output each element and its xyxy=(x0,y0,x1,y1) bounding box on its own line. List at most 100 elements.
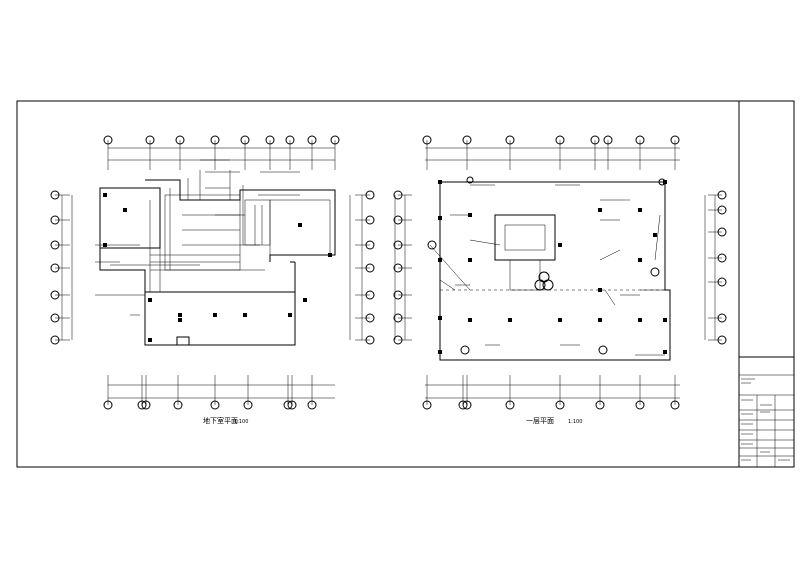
axis-bubble xyxy=(365,215,375,225)
axis-bubble xyxy=(50,215,60,225)
column xyxy=(468,318,472,322)
axis-bubble xyxy=(365,240,375,250)
column xyxy=(178,313,182,317)
column xyxy=(438,216,442,220)
axis-bubble xyxy=(393,240,403,250)
left-plan-scale: 1:100 xyxy=(234,419,248,425)
column xyxy=(438,316,442,320)
axis-bubble xyxy=(603,135,613,145)
axis-bubble xyxy=(210,135,220,145)
axis-bubble xyxy=(240,135,250,145)
axis-bubble xyxy=(173,400,183,410)
axis-bubble xyxy=(505,135,515,145)
column xyxy=(303,298,307,302)
column xyxy=(148,338,152,342)
axis-bubble xyxy=(590,135,600,145)
axis-bubble xyxy=(717,253,727,263)
axis-bubble xyxy=(422,400,432,410)
axis-bubble xyxy=(365,313,375,323)
axis-bubble xyxy=(365,335,375,345)
axis-bubble xyxy=(393,263,403,273)
column xyxy=(103,193,107,197)
axis-bubble xyxy=(145,135,155,145)
axis-bubble xyxy=(462,135,472,145)
axis-bubble xyxy=(330,135,340,145)
axis-bubble xyxy=(393,190,403,200)
axis-bubble xyxy=(717,313,727,323)
column xyxy=(328,253,332,257)
axis-bubble xyxy=(365,263,375,273)
axis-bubble xyxy=(505,400,515,410)
column xyxy=(558,243,562,247)
axis-bubble xyxy=(717,190,727,200)
axis-bubble xyxy=(50,313,60,323)
basement-plan: 地下室平面 1:100 xyxy=(50,135,375,425)
axis-bubble xyxy=(103,135,113,145)
axis-bubble xyxy=(307,135,317,145)
axis-bubble xyxy=(595,400,605,410)
column xyxy=(438,350,442,354)
right-plan-scale: 1:100 xyxy=(568,419,582,425)
axis-bubble xyxy=(103,400,113,410)
column xyxy=(213,313,217,317)
ground-floor-plan: 一层平面 1:100 xyxy=(393,135,727,425)
column xyxy=(298,223,302,227)
column xyxy=(178,318,182,322)
column xyxy=(663,180,667,184)
column xyxy=(508,318,512,322)
column xyxy=(663,350,667,354)
column xyxy=(663,318,667,322)
column xyxy=(638,318,642,322)
axis-bubble xyxy=(141,400,151,410)
axis-bubble xyxy=(422,135,432,145)
axis-bubble xyxy=(50,263,60,273)
right-plan-title: 一层平面 xyxy=(526,417,554,425)
axis-bubble xyxy=(555,135,565,145)
column xyxy=(653,233,657,237)
column xyxy=(598,318,602,322)
axis-bubble xyxy=(462,400,472,410)
axis-bubble xyxy=(717,277,727,287)
column xyxy=(638,258,642,262)
column xyxy=(288,313,292,317)
axis-bubble xyxy=(717,227,727,237)
title-block xyxy=(739,356,794,467)
axis-bubble xyxy=(50,290,60,300)
column xyxy=(638,208,642,212)
column xyxy=(598,288,602,292)
column xyxy=(148,298,152,302)
sheet-frame xyxy=(16,100,795,468)
axis-bubble xyxy=(635,400,645,410)
axis-bubble xyxy=(717,335,727,345)
axis-bubble xyxy=(393,335,403,345)
axis-bubble xyxy=(50,190,60,200)
axis-bubble xyxy=(285,135,295,145)
axis-bubble xyxy=(50,240,60,250)
axis-bubble xyxy=(243,400,253,410)
axis-bubble xyxy=(717,205,727,215)
axis-bubble xyxy=(393,290,403,300)
axis-bubble xyxy=(365,290,375,300)
axis-bubble xyxy=(287,400,297,410)
axis-bubble xyxy=(50,335,60,345)
axis-bubble xyxy=(670,135,680,145)
axis-bubble xyxy=(307,400,317,410)
axis-bubble xyxy=(175,135,185,145)
axis-bubble xyxy=(210,400,220,410)
axis-bubble xyxy=(393,313,403,323)
axis-bubble xyxy=(393,215,403,225)
axis-bubble xyxy=(265,135,275,145)
column xyxy=(598,208,602,212)
axis-bubble xyxy=(555,400,565,410)
column xyxy=(558,318,562,322)
left-plan-title: 地下室平面 xyxy=(203,416,238,425)
column xyxy=(438,258,442,262)
column xyxy=(123,208,127,212)
axis-bubble xyxy=(365,190,375,200)
column xyxy=(438,180,442,184)
axis-bubble xyxy=(670,400,680,410)
column xyxy=(468,258,472,262)
column xyxy=(243,313,247,317)
axis-bubble xyxy=(635,135,645,145)
